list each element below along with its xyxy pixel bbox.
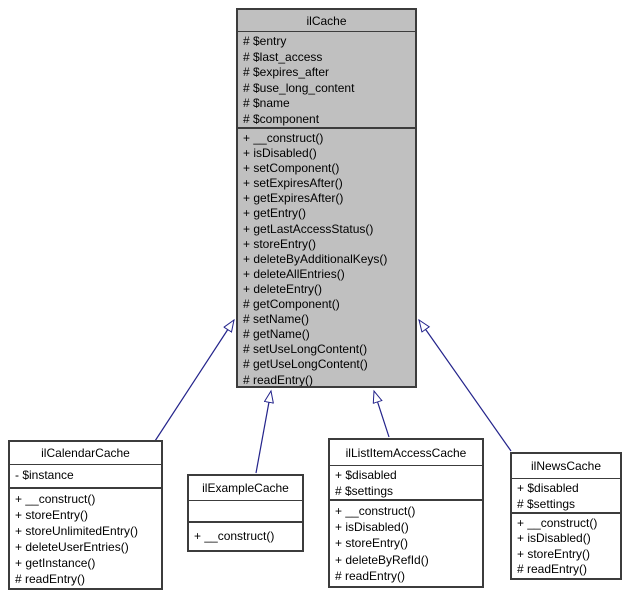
class-title-ilcalendarcache: ilCalendarCache: [10, 442, 161, 465]
class-node-ilcalendarcache[interactable]: ilCalendarCache - $instance + __construc…: [8, 440, 163, 590]
inheritance-edge-ilcalendarcache: [154, 320, 234, 442]
class-methods-ilcache: + __construct() + isDisabled() + setComp…: [243, 131, 388, 386]
class-attributes-ilnewscache: + $disabled # $settings: [512, 479, 620, 514]
inheritance-edge-ilexamplecache: [255, 391, 271, 474]
inheritance-edge-ilnewscache: [419, 320, 512, 452]
class-attributes-ilcalendarcache: - $instance: [10, 465, 161, 489]
class-attributes-ilexamplecache: [189, 501, 302, 523]
class-node-illistitemaccesscache[interactable]: ilListItemAccessCache + $disabled # $set…: [328, 438, 484, 588]
class-methods-illistitemaccesscache: + __construct() + isDisabled() + storeEn…: [335, 504, 429, 583]
class-methods-ilnewscache: + __construct() + isDisabled() + storeEn…: [517, 516, 598, 577]
class-node-ilcache[interactable]: ilCache # $entry # $last_access # $expir…: [236, 8, 417, 388]
class-node-ilnewscache[interactable]: ilNewsCache + $disabled # $settings + __…: [510, 452, 622, 580]
class-methods-ilexamplecache: + __construct(): [194, 529, 275, 543]
class-title-illistitemaccesscache: ilListItemAccessCache: [330, 440, 482, 466]
inheritance-edge-illistitemaccesscache: [374, 391, 390, 438]
class-title-ilcache: ilCache: [238, 10, 415, 32]
class-title-ilnewscache: ilNewsCache: [512, 454, 620, 479]
class-node-ilexamplecache[interactable]: ilExampleCache + __construct(): [187, 474, 304, 552]
class-attributes-ilcache: # $entry # $last_access # $expires_after…: [238, 32, 415, 129]
class-methods-ilcalendarcache: + __construct() + storeEntry() + storeUn…: [15, 492, 139, 586]
class-title-ilexamplecache: ilExampleCache: [189, 476, 302, 501]
class-attributes-illistitemaccesscache: + $disabled # $settings: [330, 466, 482, 501]
